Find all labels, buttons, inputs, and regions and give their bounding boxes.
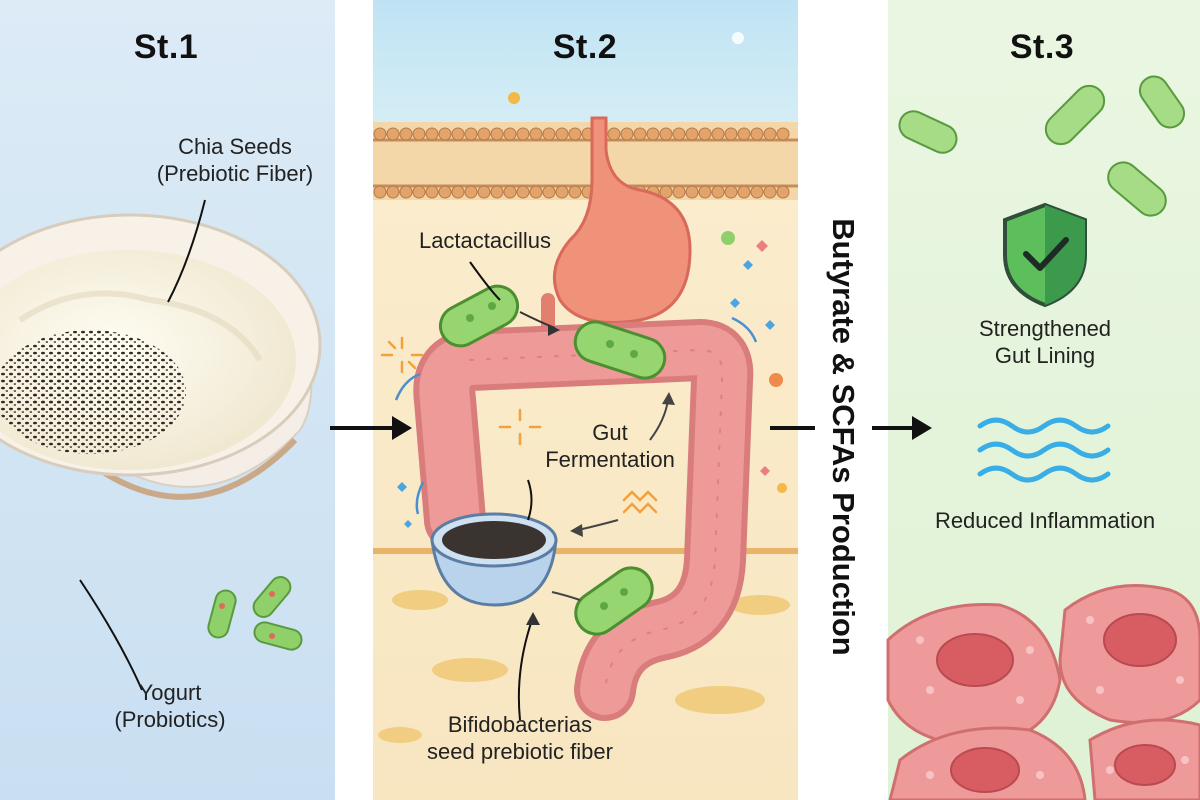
membrane-bead	[503, 185, 517, 199]
bifidobacteria-label: Bifidobacterias seed prebiotic fiber	[427, 712, 613, 764]
membrane-bead	[607, 127, 621, 141]
membrane-bead	[399, 185, 413, 199]
membrane-bead	[555, 127, 569, 141]
membrane-bead	[477, 185, 491, 199]
membrane-bead	[490, 127, 504, 141]
membrane-bead	[568, 185, 582, 199]
chia-callout-line	[167, 199, 206, 303]
bacteria-icon	[252, 576, 292, 618]
sparkle-icon	[380, 32, 787, 528]
stage-3-title: St.3	[1009, 28, 1075, 66]
membrane-bead	[451, 127, 465, 141]
bacteria-icon	[207, 589, 237, 639]
bacteria-icon	[1138, 75, 1186, 129]
membrane-bead	[633, 127, 647, 141]
bacteria-icon	[1044, 84, 1106, 146]
membrane-bead	[698, 185, 712, 199]
chia-seeds-label: Chia Seeds (Prebiotic Fiber)	[156, 134, 314, 186]
membrane-bead	[516, 185, 530, 199]
bacteria-icon	[573, 320, 667, 380]
membrane-bead	[685, 185, 699, 199]
bacteria-icon	[438, 284, 520, 348]
bacteria-icon	[253, 621, 303, 651]
membrane-bead	[464, 127, 478, 141]
membrane-bead	[672, 185, 686, 199]
membrane-bead	[646, 127, 660, 141]
membrane-bead	[425, 185, 439, 199]
membrane-bead	[412, 127, 426, 141]
membrane-bead	[711, 127, 725, 141]
membrane-bead	[659, 127, 673, 141]
membrane-bead	[490, 185, 504, 199]
yogurt-callout-line	[79, 579, 143, 691]
membrane-bead	[750, 127, 764, 141]
membrane-bead	[451, 185, 465, 199]
stage-2-title: St.2	[552, 28, 618, 66]
stage-1-title: St.1	[133, 28, 199, 66]
membrane-bead	[425, 127, 439, 141]
membrane-bead	[724, 185, 738, 199]
membrane-bead	[763, 127, 777, 141]
membrane-bead	[542, 185, 556, 199]
membrane-bead	[711, 185, 725, 199]
membrane-bead	[659, 185, 673, 199]
membrane-bead	[529, 127, 543, 141]
arrow-right-icon	[770, 416, 932, 440]
waves-icon	[977, 417, 1111, 483]
membrane-bead	[373, 185, 387, 199]
reduced-inflammation-label: Reduced Inflammation	[934, 508, 1156, 533]
gut-cells-illustration	[886, 584, 1200, 800]
bacteria-icon	[898, 110, 958, 154]
membrane-bead	[464, 185, 478, 199]
chia-bowl-small	[430, 512, 558, 607]
lactobacillus-label: Lactactacillus	[418, 228, 552, 253]
membrane-bead	[386, 127, 400, 141]
membrane-bead	[685, 127, 699, 141]
membrane-bead	[477, 127, 491, 141]
membrane-bead	[568, 127, 582, 141]
membrane-bead	[542, 127, 556, 141]
membrane-bead	[698, 127, 712, 141]
membrane-bead	[399, 127, 413, 141]
membrane-bead	[763, 185, 777, 199]
membrane-bead	[776, 185, 790, 199]
membrane-bead	[438, 185, 452, 199]
membrane-bead	[503, 127, 517, 141]
bacteria-icon	[1107, 161, 1167, 217]
membrane-bead	[737, 185, 751, 199]
membrane-bead	[724, 127, 738, 141]
membrane-bead	[516, 127, 530, 141]
lacto-callout-line	[469, 261, 501, 301]
yogurt-label: Yogurt (Probiotics)	[114, 680, 226, 732]
membrane-bead	[672, 127, 686, 141]
yogurt-bowl-illustration	[0, 213, 322, 500]
intestine-illustration	[413, 319, 754, 721]
gut-fermentation-label: Gut Fermentation	[545, 420, 675, 472]
scfa-production-title: Butyrate & SCFAs Production	[826, 218, 861, 656]
membrane-bead	[737, 127, 751, 141]
bifido-callout-line	[517, 619, 533, 721]
bacteria-icon	[574, 566, 654, 636]
membrane-bead	[438, 127, 452, 141]
membrane-bead	[620, 127, 634, 141]
membrane-bead	[555, 185, 569, 199]
shield-check-icon	[1003, 202, 1087, 308]
membrane-bead	[412, 185, 426, 199]
membrane-bead	[529, 185, 543, 199]
membrane-bead	[750, 185, 764, 199]
membrane-bead	[386, 185, 400, 199]
cell-membrane	[373, 122, 798, 200]
strengthened-gut-lining-label: Strengthened Gut Lining	[978, 316, 1112, 368]
arrow-right-icon	[330, 416, 412, 440]
membrane-bead	[776, 127, 790, 141]
membrane-bead	[373, 127, 387, 141]
